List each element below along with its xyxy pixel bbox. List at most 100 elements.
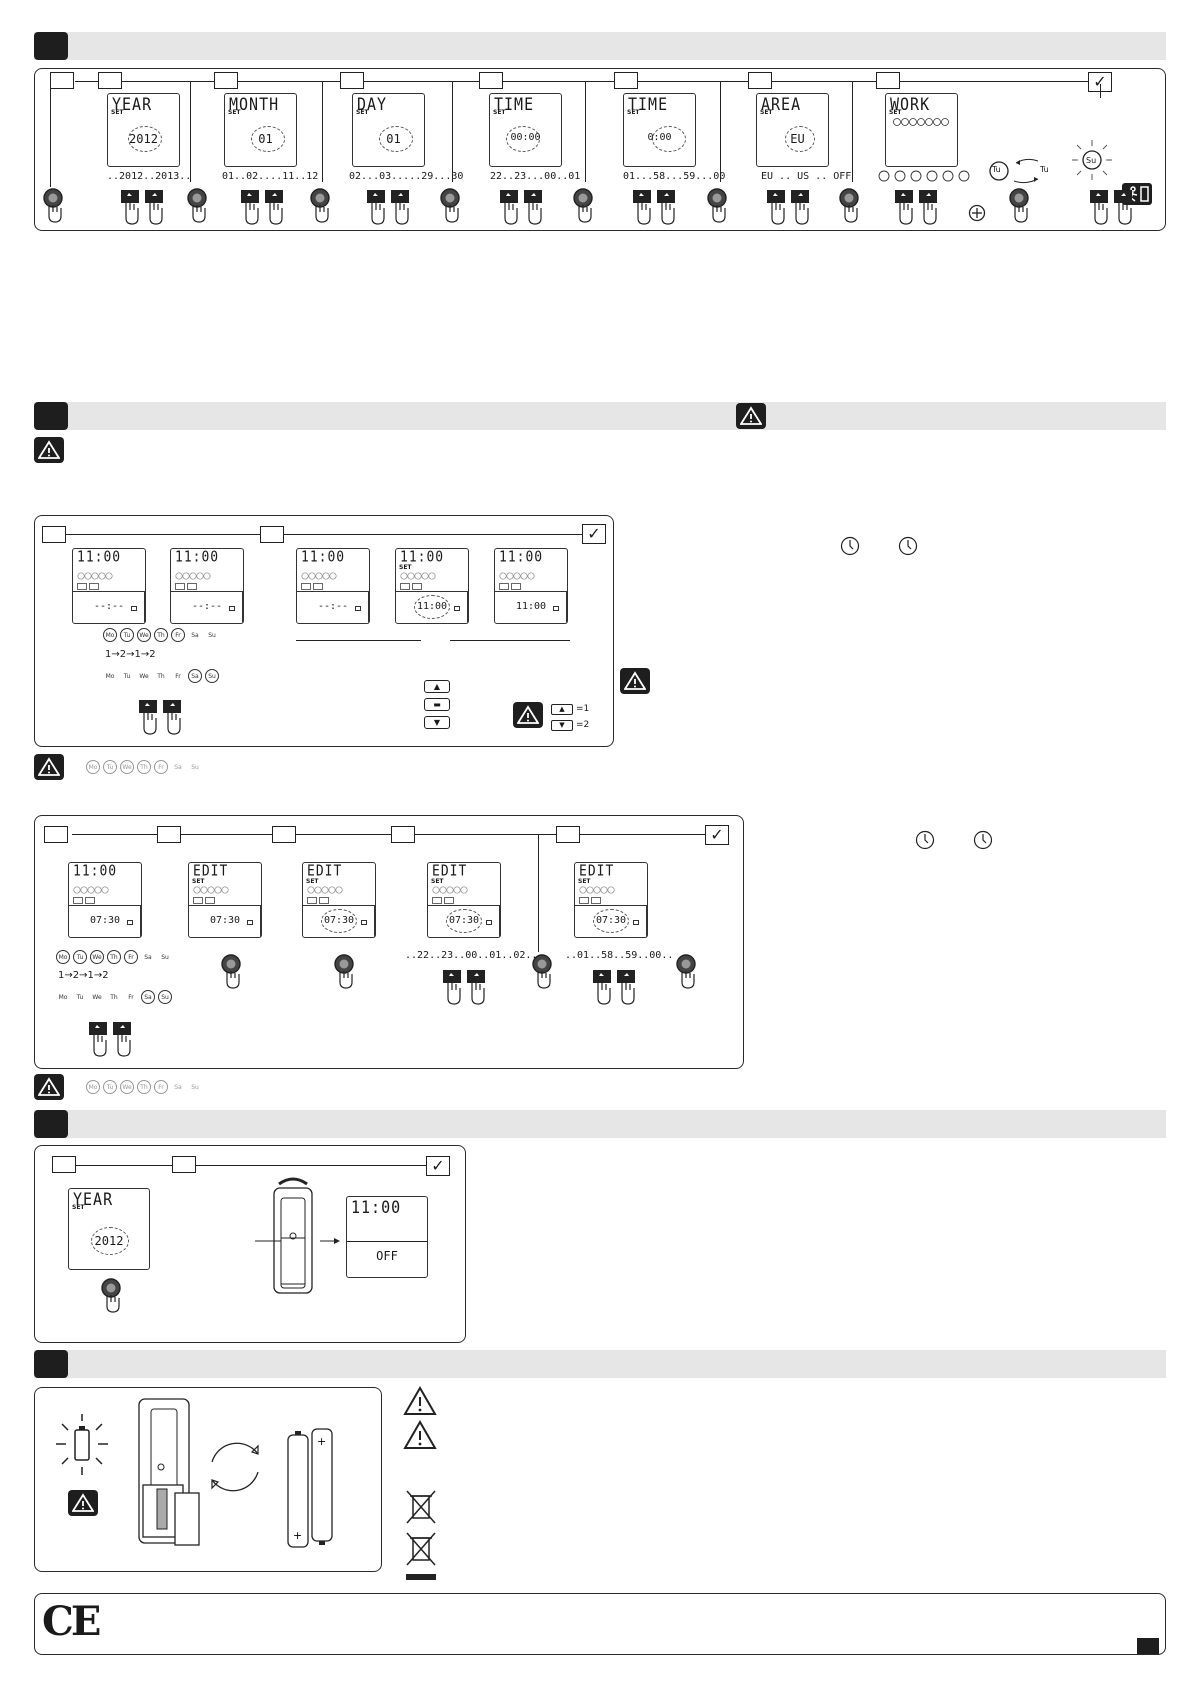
step-box <box>272 826 296 843</box>
tu-day-label-plain: Tu <box>1040 165 1049 174</box>
lcd-program-screen: 11:00--:-- <box>72 548 146 624</box>
press-button-icon <box>836 188 862 228</box>
press-button-icon <box>331 954 357 994</box>
step-box <box>340 72 364 89</box>
confirm-check-icon: ✓ <box>426 1156 450 1176</box>
step-box <box>748 72 772 89</box>
su-blink-icon <box>1072 140 1112 180</box>
section-band-4 <box>34 1350 1166 1378</box>
flow-line <box>66 534 260 535</box>
section-band-1 <box>34 32 1166 60</box>
lcd-title: AREA <box>761 94 802 115</box>
clock-2-icon <box>898 536 918 556</box>
ce-mark-icon: CE <box>42 1598 101 1645</box>
arrow-keys-press-icon <box>238 188 288 230</box>
lcd-title: EDIT <box>579 863 615 881</box>
lcd-set-label: SET <box>578 878 591 885</box>
flow-connector <box>322 82 323 182</box>
blink-indicator <box>506 126 540 152</box>
step-box <box>44 826 68 843</box>
lcd-title: WORK <box>890 94 931 115</box>
blink-indicator <box>251 126 285 152</box>
flow-connector <box>190 82 191 182</box>
arrow-keys-press-icon <box>892 188 942 230</box>
flow-line <box>72 834 706 835</box>
section-band-3 <box>34 1110 1166 1138</box>
step-box <box>391 826 415 843</box>
press-button-icon <box>218 954 244 994</box>
clock-1-icon <box>840 536 860 556</box>
down-button-icon: ▼ <box>424 716 450 729</box>
step-box <box>260 526 284 543</box>
press-button-icon <box>98 1278 124 1318</box>
press-button-icon <box>570 188 596 228</box>
range-year: ..2012..2013.. <box>107 171 192 182</box>
lcd-area: AREA SET EU <box>756 93 829 167</box>
step-box <box>479 72 503 89</box>
lcd-value: 2012 <box>94 1234 124 1248</box>
blink-indicator <box>379 126 413 152</box>
lcd-value: 07:30 <box>89 915 121 926</box>
workday-dots <box>893 118 949 126</box>
set-date-time-frame <box>34 68 1166 231</box>
lcd-set-label: SET <box>627 109 640 116</box>
step-box <box>50 72 74 89</box>
arrow-keys-press-icon <box>590 968 640 1010</box>
lcd-set-label: SET <box>228 109 241 116</box>
lcd-value: --:-- <box>317 601 349 612</box>
warning-outline-icon <box>403 1420 437 1449</box>
range-minutes: ..01..58..59..00.. <box>565 950 674 961</box>
tu-day-icon <box>989 161 1009 181</box>
step-box <box>214 72 238 89</box>
lcd-set-label: SET <box>431 878 444 885</box>
lcd-set-label: SET <box>306 878 319 885</box>
remote-reset-icon <box>255 1177 313 1294</box>
range-hours: 22..23...00..01 <box>490 171 581 182</box>
program-1-equals: =1 <box>576 704 590 714</box>
warning-icon <box>736 403 766 429</box>
lcd-title: EDIT <box>193 863 229 881</box>
lcd-value: EU <box>790 132 805 146</box>
program-sequence: 1→2→1→2 <box>58 970 109 981</box>
lcd-set-label: SET <box>493 109 506 116</box>
flow-connector <box>852 82 853 182</box>
lcd-title: 11:00 <box>77 549 122 567</box>
lcd-title: 11:00 <box>351 1197 402 1218</box>
arrow-keys-press-icon <box>630 188 680 230</box>
press-button-icon <box>184 188 210 228</box>
blink-indicator <box>785 126 815 152</box>
lcd-time-hours: TIME SET 00:00 <box>489 93 562 167</box>
lcd-program-screen: 11:00--:-- <box>170 548 244 624</box>
blink-indicator <box>652 126 686 152</box>
lcd-title: TIME <box>494 94 535 115</box>
step-box <box>52 1156 76 1173</box>
lcd-title: 11:00 <box>73 863 118 881</box>
lcd-set-label: SET <box>760 109 773 116</box>
lcd-value: OFF <box>376 1249 398 1263</box>
flow-connector <box>720 82 721 182</box>
blink-indicator <box>321 909 357 933</box>
confirm-check-icon: ✓ <box>705 825 729 845</box>
section-badge-3 <box>34 1110 68 1138</box>
svg-text:+: + <box>317 1435 326 1448</box>
program-sequence: 1→2→1→2 <box>105 649 156 660</box>
flow-connector <box>585 82 586 182</box>
arrow-right-icon <box>320 1238 340 1244</box>
range-day: 02...03.....29...30 <box>349 171 464 182</box>
lcd-set-label: SET <box>399 564 412 571</box>
section-band-2 <box>34 402 1166 430</box>
corner-tab <box>1137 1638 1159 1654</box>
lcd-value: 0:00 <box>647 132 672 143</box>
weee-bin-icon <box>406 1532 436 1580</box>
flow-connector <box>452 82 453 182</box>
lcd-title: 11:00 <box>175 549 220 567</box>
batteries-icon: + + <box>287 1428 333 1548</box>
